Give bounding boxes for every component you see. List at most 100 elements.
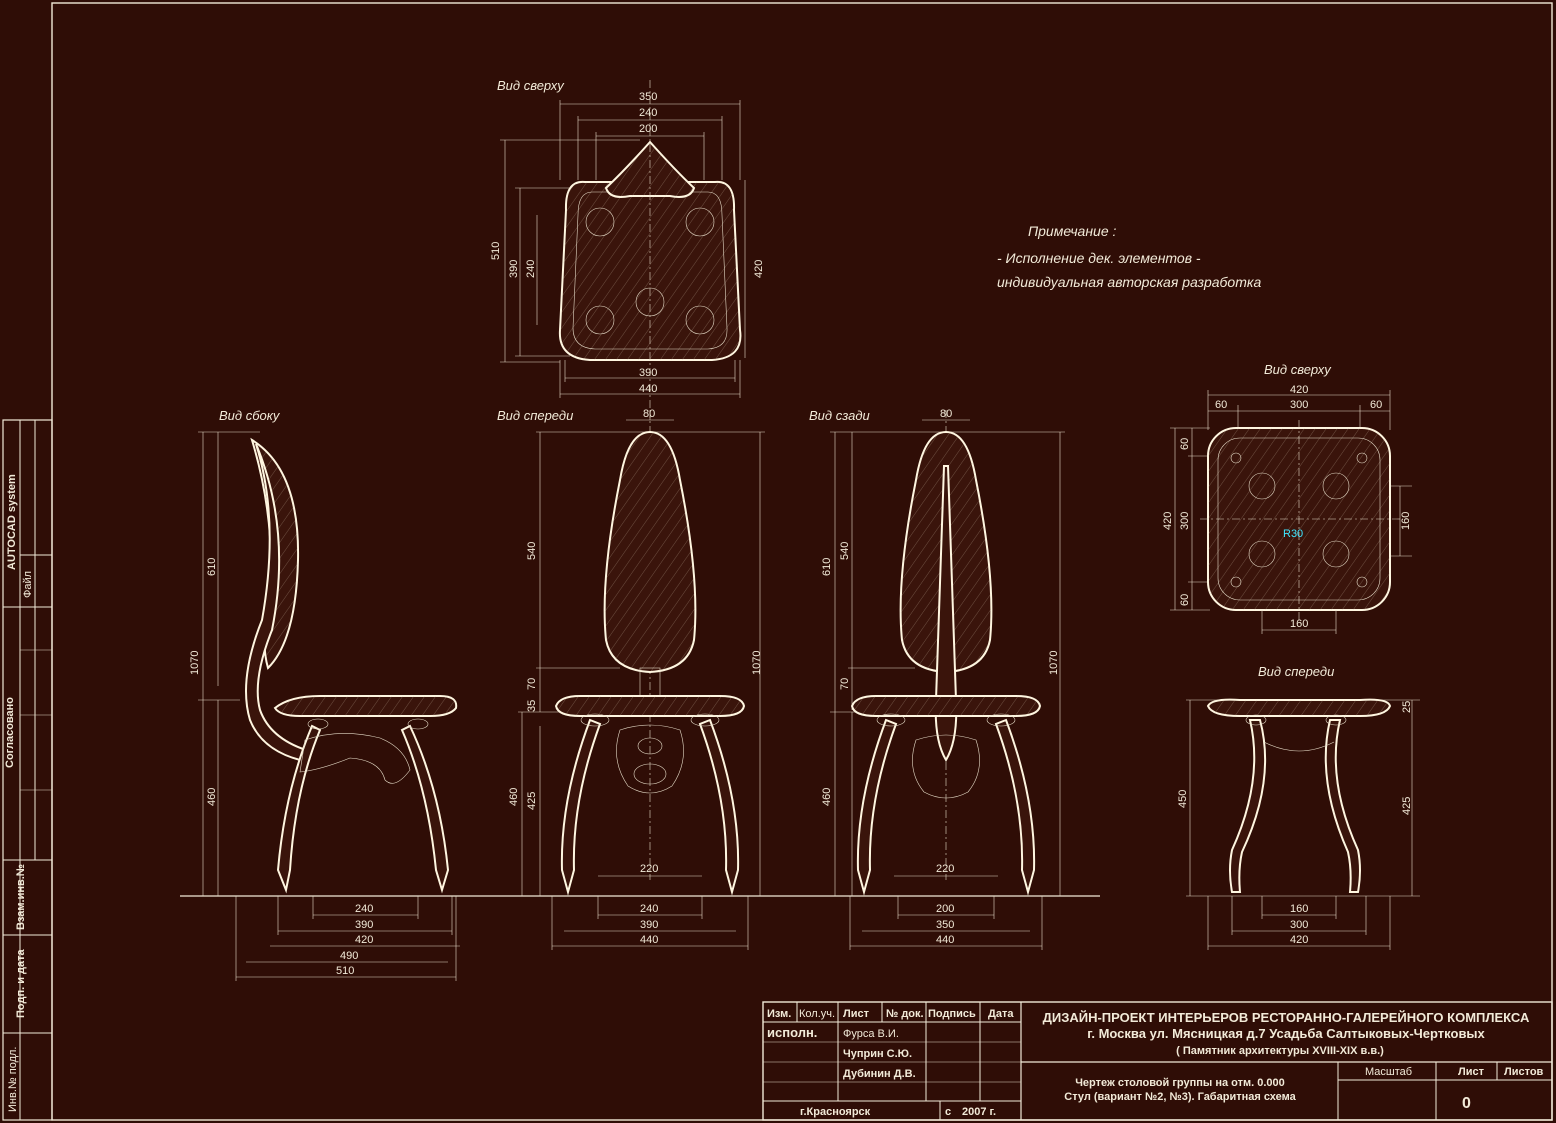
dim-stoolf-b420: 420 xyxy=(1290,934,1308,946)
tb-sheets-label: Листов xyxy=(1504,1066,1544,1078)
stool-leg-right xyxy=(1324,719,1361,893)
dim-back-220: 220 xyxy=(936,863,954,875)
chair-front-leg-right xyxy=(698,718,740,896)
stool-top-view: Вид сверху 420 60 300 60 60 420 300 60 1… xyxy=(1162,362,1412,634)
chair-back-spine xyxy=(934,465,958,762)
dim-top-350: 350 xyxy=(639,91,657,103)
dim-side-b510: 510 xyxy=(336,965,354,977)
dim-back-1070: 1070 xyxy=(1048,651,1060,675)
dim-stool-h60b: 60 xyxy=(1179,594,1191,606)
dim-front-220: 220 xyxy=(640,863,658,875)
dim-side-1070: 1070 xyxy=(189,651,201,675)
tb-header-izm: Изм. xyxy=(767,1008,791,1020)
dim-top-240v: 240 xyxy=(525,260,537,278)
tb-year: 2007 г. xyxy=(962,1106,996,1118)
tb-project-line2: г. Москва ул. Мясницкая д.7 Усадьба Салт… xyxy=(1087,1026,1485,1041)
chair-back-leg-right xyxy=(994,718,1036,896)
stool-leg-left xyxy=(1229,719,1267,893)
dim-side-610: 610 xyxy=(206,558,218,576)
tb-sheet-label: Лист xyxy=(1458,1066,1485,1078)
side-stamp: AUTOCAD system Файл Согласовано Взам.инв… xyxy=(2,419,53,1121)
dim-top-200: 200 xyxy=(639,123,657,135)
stamp-vzam: Взам.инв.№ xyxy=(15,864,27,930)
tb-drawing-line2: Стул (вариант №2, №3). Габаритная схема xyxy=(1064,1091,1296,1103)
chair-back-view: Вид сзади 80 610 540 70 460 1070 220 xyxy=(809,408,1065,950)
dim-side-460: 460 xyxy=(206,788,218,806)
dim-top-240: 240 xyxy=(639,107,657,119)
dim-top-420: 420 xyxy=(753,260,765,278)
dim-side-b490: 490 xyxy=(340,950,358,962)
stool-front-view: Вид спереди 25 450 425 160 300 420 xyxy=(1177,664,1420,950)
dim-side-b390: 390 xyxy=(355,919,373,931)
dim-stoolf-b300: 300 xyxy=(1290,919,1308,931)
view-label-front: Вид спереди xyxy=(497,408,573,423)
view-label-back: Вид сзади xyxy=(809,408,870,423)
dim-stool-h300: 300 xyxy=(1179,512,1191,530)
tb-project-line1: ДИЗАЙН-ПРОЕКТ ИНТЕРЬЕРОВ РЕСТОРАННО-ГАЛЕ… xyxy=(1043,1010,1530,1025)
tb-header-doc: № док. xyxy=(886,1008,924,1020)
tb-name-3: Дубинин Д.В. xyxy=(843,1068,916,1080)
dim-front-70: 70 xyxy=(526,678,538,690)
view-label-side: Вид сбоку xyxy=(219,408,281,423)
note-block: Примечание : - Исполнение дек. элементов… xyxy=(997,223,1261,290)
dim-top-390: 390 xyxy=(508,260,520,278)
note-title: Примечание : xyxy=(1028,223,1117,239)
dim-stoolf-425: 425 xyxy=(1401,797,1413,815)
stamp-file: Файл xyxy=(22,571,34,598)
tb-copyright: с xyxy=(945,1106,951,1118)
chair-back-leg-left xyxy=(856,718,898,896)
dim-front-35: 35 xyxy=(526,700,538,712)
dim-back-b200: 200 xyxy=(936,903,954,915)
chair-front-leg-left xyxy=(560,718,602,896)
dim-back-540: 540 xyxy=(839,542,851,560)
dim-back-460: 460 xyxy=(821,788,833,806)
dim-stool-b160: 160 xyxy=(1290,618,1308,630)
dim-front-b390: 390 xyxy=(640,919,658,931)
chair-side-view: Вид сбоку 1070 610 460 240 390 xyxy=(189,408,460,981)
dim-stool-h420: 420 xyxy=(1162,512,1174,530)
dim-stool-300: 300 xyxy=(1290,399,1308,411)
tb-role: исполн. xyxy=(767,1025,817,1040)
dim-top-b390: 390 xyxy=(639,367,657,379)
tb-header-date: Дата xyxy=(988,1008,1014,1020)
dim-back-b440: 440 xyxy=(936,934,954,946)
title-block: Изм. Кол.уч. Лист № док. Подпись Дата ис… xyxy=(762,1001,1553,1121)
dim-side-b420: 420 xyxy=(355,934,373,946)
dim-back-b350: 350 xyxy=(936,919,954,931)
dim-side-b240: 240 xyxy=(355,903,373,915)
tb-scale-label: Масштаб xyxy=(1365,1066,1412,1078)
dim-back-610: 610 xyxy=(821,558,833,576)
dim-stool-420: 420 xyxy=(1290,384,1308,396)
stamp-podp: Подп. и дата xyxy=(15,948,27,1018)
dim-top-b440: 440 xyxy=(639,383,657,395)
view-label-stool-top: Вид сверху xyxy=(1264,362,1332,377)
dim-front-540: 540 xyxy=(526,542,538,560)
dim-stool-r160: 160 xyxy=(1400,512,1412,530)
tb-header-sign: Подпись xyxy=(928,1008,976,1020)
tb-header-list: Лист xyxy=(843,1008,870,1020)
chair-front-view: Вид спереди 80 540 70 35 460 425 1070 xyxy=(497,408,765,950)
note-line2: индивидуальная авторская разработка xyxy=(997,274,1261,290)
dim-stoolf-b160: 160 xyxy=(1290,903,1308,915)
view-label-stool-front: Вид спереди xyxy=(1258,664,1334,679)
dim-stool-60b: 60 xyxy=(1370,399,1382,411)
dim-front-425: 425 xyxy=(526,792,538,810)
stamp-autocad: AUTOCAD system xyxy=(6,474,18,570)
chair-side-leg-rear xyxy=(276,724,322,894)
chair-side-ornament xyxy=(299,733,411,784)
chair-top-view: Вид сверху 350 240 200 510 390 240 420 3… xyxy=(490,78,765,420)
stamp-inv: Инв.№ подл. xyxy=(7,1047,19,1112)
dim-stool-h60a: 60 xyxy=(1179,438,1191,450)
dim-front-b240: 240 xyxy=(640,903,658,915)
dim-front-460: 460 xyxy=(508,788,520,806)
dim-stool-60a: 60 xyxy=(1215,399,1227,411)
tb-city: г.Красноярск xyxy=(800,1106,871,1118)
tb-drawing-line1: Чертеж столовой группы на отм. 0.000 xyxy=(1075,1077,1285,1089)
dim-front-1070: 1070 xyxy=(751,651,763,675)
view-label-top: Вид сверху xyxy=(497,78,565,93)
dim-stoolf-450: 450 xyxy=(1177,790,1189,808)
dim-top-510: 510 xyxy=(490,242,502,260)
stamp-agreed: Согласовано xyxy=(4,697,16,768)
tb-sheet-value: 0 xyxy=(1462,1095,1471,1112)
